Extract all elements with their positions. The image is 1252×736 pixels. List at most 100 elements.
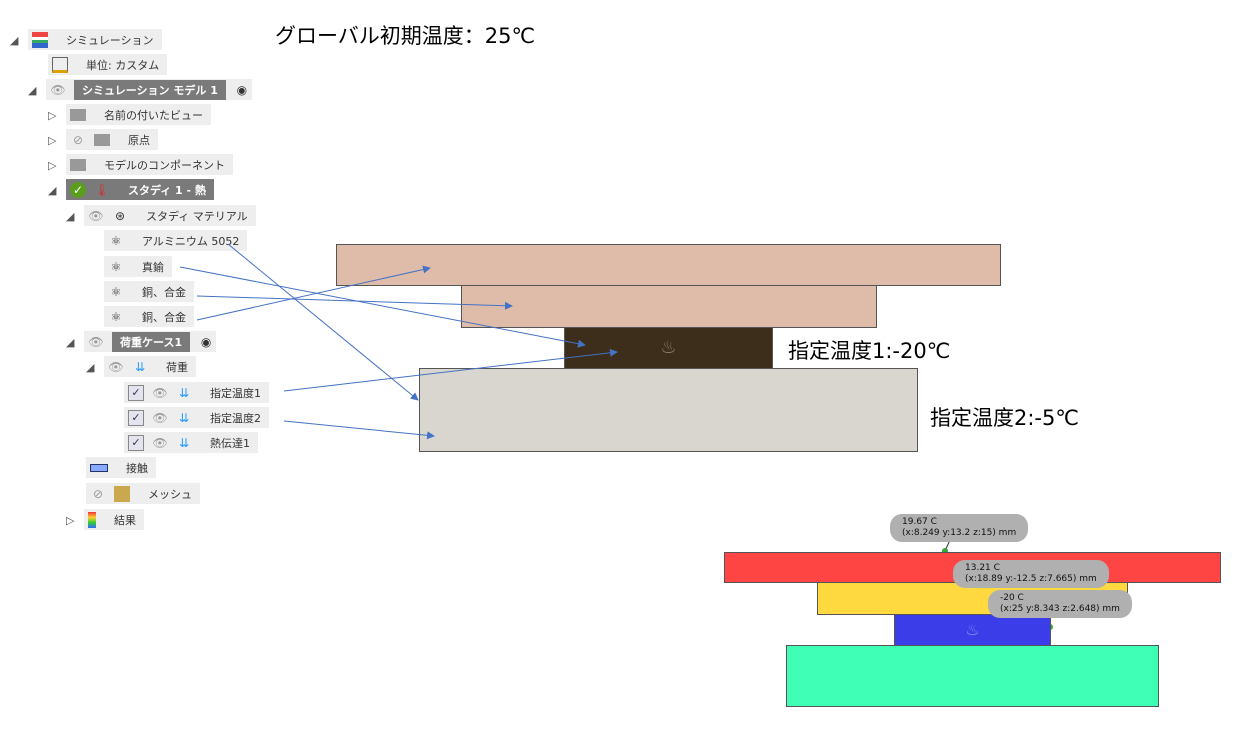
results-legend-icon <box>88 511 96 528</box>
atom-icon: ⚛ <box>110 284 122 299</box>
load-icon: ⇊ <box>178 435 190 450</box>
probe-label[interactable]: -20 C(x:25 y:8.343 z:2.648) mm <box>988 590 1132 618</box>
eye-icon[interactable]: 👁 <box>108 359 124 374</box>
eye-icon[interactable]: 👁 <box>88 208 104 223</box>
folder-icon <box>94 133 110 146</box>
expand-icon[interactable]: ▷ <box>48 133 57 147</box>
expand-icon[interactable]: ◢ <box>66 335 75 349</box>
probe-label[interactable]: 13.21 C(x:18.89 y:-12.5 z:7.665) mm <box>953 560 1109 588</box>
eye-icon[interactable]: 👁 <box>50 82 66 97</box>
probe-value: 13.21 C <box>965 563 1000 573</box>
tree-named-views[interactable]: ▷名前の付いたビュー <box>48 104 211 125</box>
probe-label[interactable]: 19.67 C(x:8.249 y:13.2 z:15) mm <box>890 514 1029 542</box>
tree-load-item[interactable]: ✓ 👁 ⇊ 熱伝達1 <box>124 432 258 453</box>
expand-icon[interactable]: ◢ <box>66 209 75 223</box>
tree-mesh[interactable]: ⊘ メッシュ <box>86 483 200 504</box>
arrow <box>283 348 618 392</box>
tree-results[interactable]: ▷ 結果 <box>66 509 144 530</box>
tree-label: 指定温度2 <box>210 411 261 425</box>
eye-icon[interactable]: 👁 <box>152 385 168 400</box>
tree-load-case[interactable]: ◢ 👁 荷重ケース1 ◉ <box>66 331 217 352</box>
tree-label: 熱伝達1 <box>210 436 250 450</box>
eye-icon[interactable]: 👁 <box>152 435 168 450</box>
eye-icon[interactable]: 👁 <box>152 410 168 425</box>
tree-label: 荷重 <box>166 360 188 374</box>
tree-label: シミュレーション モデル 1 <box>74 79 226 100</box>
tree-label: 真鍮 <box>142 260 164 274</box>
expand-icon[interactable]: ▷ <box>66 513 75 527</box>
tree-study-materials[interactable]: ◢👁⊛スタディ マテリアル <box>66 205 256 226</box>
visibility-checkbox[interactable]: ✓ <box>128 434 144 451</box>
atom-icon: ⚛ <box>110 309 122 324</box>
radio-active-icon[interactable]: ◉ <box>236 82 248 97</box>
tree-material[interactable]: ⚛ 銅、合金 <box>104 306 194 327</box>
contact-icon <box>90 463 108 472</box>
arrow <box>196 265 431 321</box>
expand-icon[interactable]: ▷ <box>48 108 57 122</box>
copper-plate-top <box>336 244 1001 286</box>
expand-icon[interactable]: ◢ <box>10 33 19 47</box>
eye-hidden-icon[interactable]: ⊘ <box>92 486 104 501</box>
tree-study[interactable]: ◢✓🌡スタディ 1 - 熱 <box>48 179 214 200</box>
eye-hidden-icon[interactable]: ⊘ <box>72 132 84 147</box>
tree-material[interactable]: ⚛ アルミニウム 5052 <box>104 230 248 251</box>
expand-icon[interactable]: ◢ <box>48 183 57 197</box>
tree-label: 原点 <box>128 133 150 147</box>
radio-active-icon[interactable]: ◉ <box>200 334 212 349</box>
arrow <box>227 243 419 401</box>
folder-icon <box>70 108 86 121</box>
tree-label: メッシュ <box>148 487 192 501</box>
expand-icon[interactable]: ▷ <box>48 158 57 172</box>
result-base <box>786 645 1159 707</box>
tree-label: 結果 <box>114 513 136 527</box>
tree-label: 接触 <box>126 461 148 475</box>
load-icon: ⇊ <box>178 410 190 425</box>
tree-contacts[interactable]: 接触 <box>86 457 156 478</box>
brass-block: ♨ <box>564 327 773 369</box>
eye-icon[interactable]: 👁 <box>88 334 104 349</box>
tree-model-components[interactable]: ▷ モデルのコンポーネント <box>48 154 233 175</box>
check-circle-icon: ✓ <box>70 181 86 198</box>
mesh-icon <box>114 485 130 502</box>
folder-icon <box>70 158 86 171</box>
tree-simulation-model[interactable]: ◢ 👁 シミュレーション モデル 1 ◉ <box>28 79 252 100</box>
temp1-annotation: 指定温度1:-20℃ <box>788 339 951 363</box>
tree-label: 銅、合金 <box>142 285 186 299</box>
tree-label: 銅、合金 <box>142 310 186 324</box>
atom-icon: ⚛ <box>110 233 122 248</box>
probe-coords: (x:25 y:8.343 z:2.648) mm <box>1000 604 1120 614</box>
probe-value: -20 C <box>1000 593 1024 603</box>
simulation-icon <box>32 31 48 48</box>
tree-material[interactable]: ⚛ 銅、合金 <box>104 281 194 302</box>
tree-units[interactable]: 単位: カスタム <box>48 54 168 75</box>
load-icon: ⇊ <box>134 359 146 374</box>
tree-material[interactable]: ⚛ 真鍮 <box>104 256 172 277</box>
tree-label: 荷重ケース1 <box>112 331 191 352</box>
arrow <box>283 420 435 440</box>
tree-label: アルミニウム 5052 <box>142 234 240 248</box>
tree-origin[interactable]: ▷ ⊘ 原点 <box>48 129 158 150</box>
tree-loads[interactable]: ◢ 👁 ⇊ 荷重 <box>86 356 196 377</box>
heat-source-icon: ♨ <box>965 620 980 639</box>
temp2-annotation: 指定温度2:-5℃ <box>930 406 1079 430</box>
probe-coords: (x:8.249 y:13.2 z:15) mm <box>902 528 1017 538</box>
global-initial-temperature-title: グローバル初期温度：25℃ <box>275 24 536 48</box>
probe-value: 19.67 C <box>902 517 937 527</box>
expand-icon[interactable]: ◢ <box>86 360 95 374</box>
visibility-checkbox[interactable]: ✓ <box>128 409 144 426</box>
visibility-checkbox[interactable]: ✓ <box>128 384 144 401</box>
thermometer-icon: 🌡 <box>94 182 110 197</box>
arrow <box>196 295 513 310</box>
tree-label: 指定温度1 <box>210 386 261 400</box>
aluminum-base <box>419 368 918 452</box>
tree-load-item[interactable]: ✓ 👁 ⇊ 指定温度2 <box>124 407 269 428</box>
expand-icon[interactable]: ◢ <box>28 83 37 97</box>
tree-label: 単位: カスタム <box>86 58 160 72</box>
tree-label: モデルのコンポーネント <box>104 158 225 172</box>
arrow <box>179 266 586 348</box>
tree-load-item[interactable]: ✓👁⇊指定温度1 <box>124 382 269 403</box>
tree-simulation[interactable]: ◢シミュレーション <box>10 29 162 50</box>
atom-icon: ⚛ <box>110 259 122 274</box>
probe-coords: (x:18.89 y:-12.5 z:7.665) mm <box>965 574 1097 584</box>
